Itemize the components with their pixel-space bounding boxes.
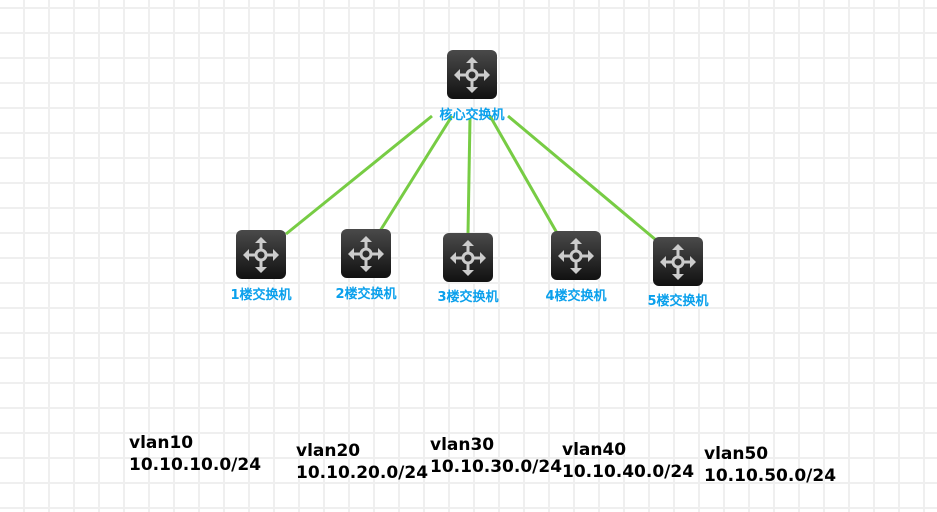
switch-5[interactable] (653, 237, 703, 286)
vlan-name: vlan50 (704, 444, 769, 464)
switch-4[interactable] (551, 231, 601, 280)
switch-1-label: 1楼交换机 (230, 288, 292, 303)
switch-icon (348, 236, 384, 272)
link-2 (378, 115, 454, 232)
vlan-subnet: 10.10.40.0/24 (562, 462, 695, 482)
switch-2-label: 2楼交换机 (335, 287, 397, 302)
core-switch[interactable] (447, 50, 497, 99)
vlan-name: vlan30 (430, 435, 495, 455)
switch-3[interactable] (443, 233, 493, 282)
vlan-name: vlan20 (296, 441, 361, 461)
switch-2[interactable] (341, 229, 391, 278)
link-5 (507, 114, 657, 242)
switch-3-label: 3楼交换机 (437, 290, 499, 305)
vlan-name: vlan10 (129, 433, 194, 453)
link-4 (488, 115, 559, 234)
link-1 (285, 114, 433, 236)
link-3 (466, 117, 472, 235)
switch-5-label: 5楼交换机 (647, 294, 709, 309)
switch-4-label: 4楼交换机 (545, 289, 607, 304)
switch-icon (243, 237, 279, 273)
vlan-subnet: 10.10.20.0/24 (296, 463, 429, 483)
switch-icon (450, 240, 486, 276)
switch-icon (660, 244, 696, 280)
vlan-subnet: 10.10.30.0/24 (430, 457, 563, 477)
vlan-name: vlan40 (562, 440, 627, 460)
switch-icon (454, 57, 490, 93)
vlan-subnet: 10.10.10.0/24 (129, 455, 262, 475)
vlan-subnet: 10.10.50.0/24 (704, 466, 837, 486)
core-switch-label: 核心交换机 (439, 108, 505, 123)
switch-icon (558, 238, 594, 274)
switch-1[interactable] (236, 230, 286, 279)
